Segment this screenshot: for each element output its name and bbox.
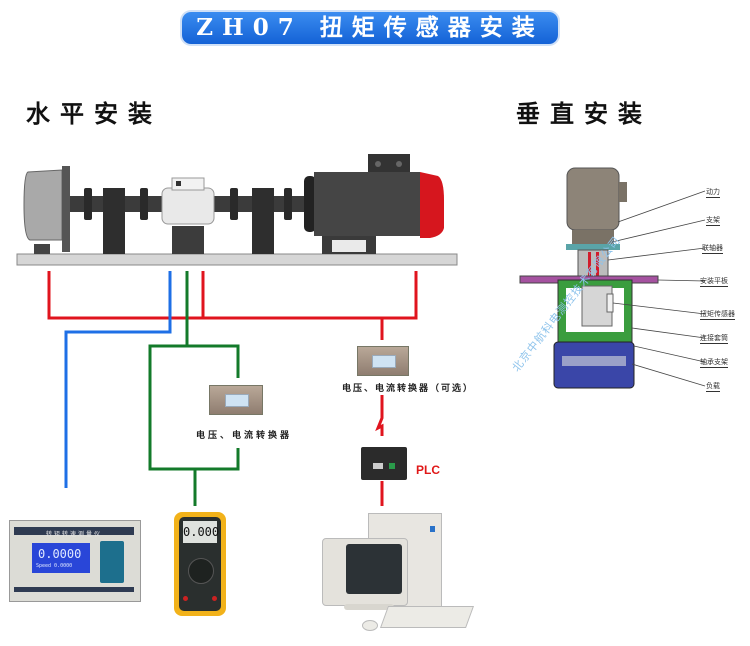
vertical-label-load: 负载 (706, 382, 720, 392)
vertical-label-power: 动力 (706, 188, 720, 198)
horizontal-installation-diagram (16, 154, 458, 266)
plc-label: PLC (416, 463, 440, 477)
base-plate (16, 253, 458, 266)
multimeter-display-value: 0.000 (183, 525, 220, 539)
vertical-label-coupling: 联轴器 (702, 244, 723, 254)
multimeter: 0.000 (174, 512, 226, 616)
vertical-label-mounting-plate: 安装平板 (700, 277, 728, 287)
vertical-label-torque-sensor: 扭矩传感器 (700, 310, 735, 320)
coupling (84, 188, 92, 220)
mouse (362, 620, 378, 631)
bearing-support (103, 188, 125, 254)
converter-label: 电压、电流转换器 (196, 431, 293, 441)
load-unit (23, 166, 70, 254)
meter-title: 转矩转速测量仪 (45, 531, 102, 538)
vertical-motor (566, 167, 620, 231)
converter-optional-label: 电压、电流转换器（可选） (342, 384, 475, 394)
vertical-installation-diagram (519, 167, 706, 389)
horizontal-section-title: 水平安装 (26, 99, 162, 128)
plc-device (361, 447, 407, 480)
motor (304, 154, 444, 254)
coupling (230, 188, 238, 220)
meter-display-sub: Speed 0.0000 (36, 563, 73, 569)
coupling (284, 188, 292, 220)
vertical-label-bearing-support: 轴承支架 (700, 358, 728, 368)
title-banner: ZH07 扭矩传感器安装 (182, 12, 558, 44)
torque-speed-meter: 转矩转速测量仪 0.0000 Speed 0.0000 (9, 520, 141, 602)
multimeter-dial (188, 558, 214, 584)
vertical-section-title: 垂直安装 (516, 99, 652, 128)
signal-wire-blue (64, 271, 172, 488)
computer (318, 508, 478, 638)
voltage-current-converter (209, 385, 263, 415)
voltage-current-converter-optional (357, 346, 409, 376)
keyboard (379, 606, 475, 628)
torque-sensor (161, 177, 215, 254)
signal-wire-green (148, 271, 240, 506)
meter-keypad (100, 541, 124, 583)
bearing-support (252, 188, 274, 254)
vertical-label-sleeve: 连接套筒 (700, 334, 728, 344)
meter-display-value: 0.0000 (38, 547, 82, 561)
meter-lcd: 0.0000 Speed 0.0000 (32, 543, 90, 573)
power-wire (47, 271, 418, 506)
vertical-label-bracket: 支架 (706, 216, 720, 226)
coupling (140, 188, 148, 220)
multimeter-display: 0.000 (183, 521, 220, 543)
